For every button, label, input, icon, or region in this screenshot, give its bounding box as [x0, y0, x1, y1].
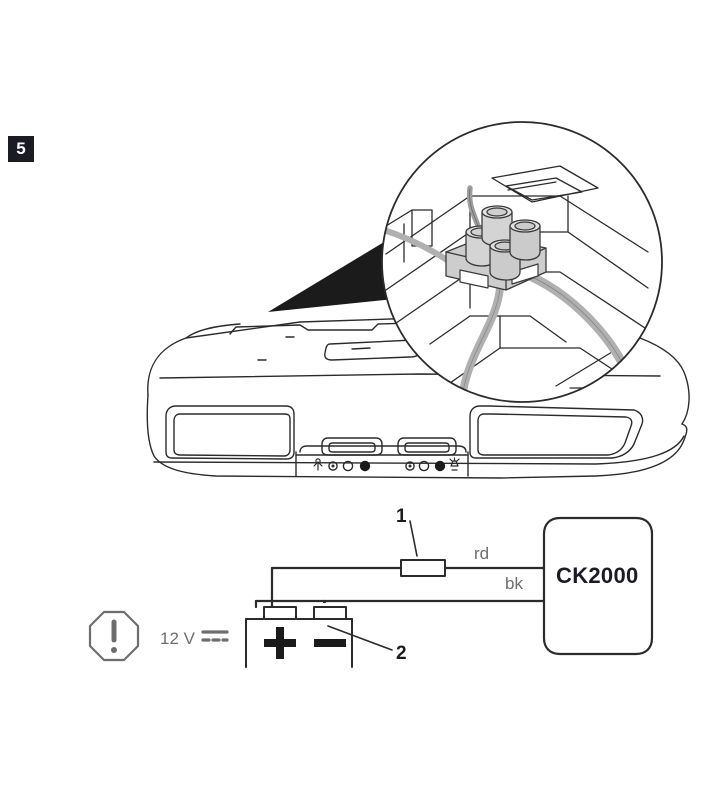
- wire-label-bk: bk: [505, 574, 523, 593]
- magnified-detail: [382, 122, 662, 402]
- ck2000-label: CK2000: [556, 563, 639, 588]
- battery-negative-post: [313, 606, 347, 620]
- lamp-icon: [449, 457, 460, 471]
- magnifier-pointer-wedge: [268, 230, 404, 312]
- voltage-label: 12 V: [160, 629, 195, 648]
- callout-number-2: 2: [396, 643, 407, 664]
- dc-current-icon: [201, 630, 229, 642]
- terminal-block: [445, 205, 547, 291]
- callout-number-1: 1: [396, 506, 407, 527]
- callout-2-leader: [327, 625, 393, 651]
- fuse: [400, 559, 446, 577]
- warning-octagon: [88, 610, 140, 662]
- battery-symbol: [245, 606, 353, 668]
- battery-positive-post: [263, 606, 297, 620]
- battery-plus-sign: [264, 627, 296, 659]
- fan-icon: [313, 458, 323, 471]
- step-number-badge: 5: [8, 136, 34, 162]
- warning-symbol: [88, 610, 140, 662]
- control-panel-indicators: [313, 457, 460, 472]
- ck2000-box: [542, 516, 654, 656]
- battery-minus-sign: [314, 639, 346, 647]
- wiring-diagram: [245, 516, 654, 668]
- device-body: [146, 317, 690, 479]
- callout-1-leader: [409, 520, 418, 557]
- magnifier-circle-outline: [381, 121, 663, 403]
- wire-label-rd: rd: [474, 544, 490, 563]
